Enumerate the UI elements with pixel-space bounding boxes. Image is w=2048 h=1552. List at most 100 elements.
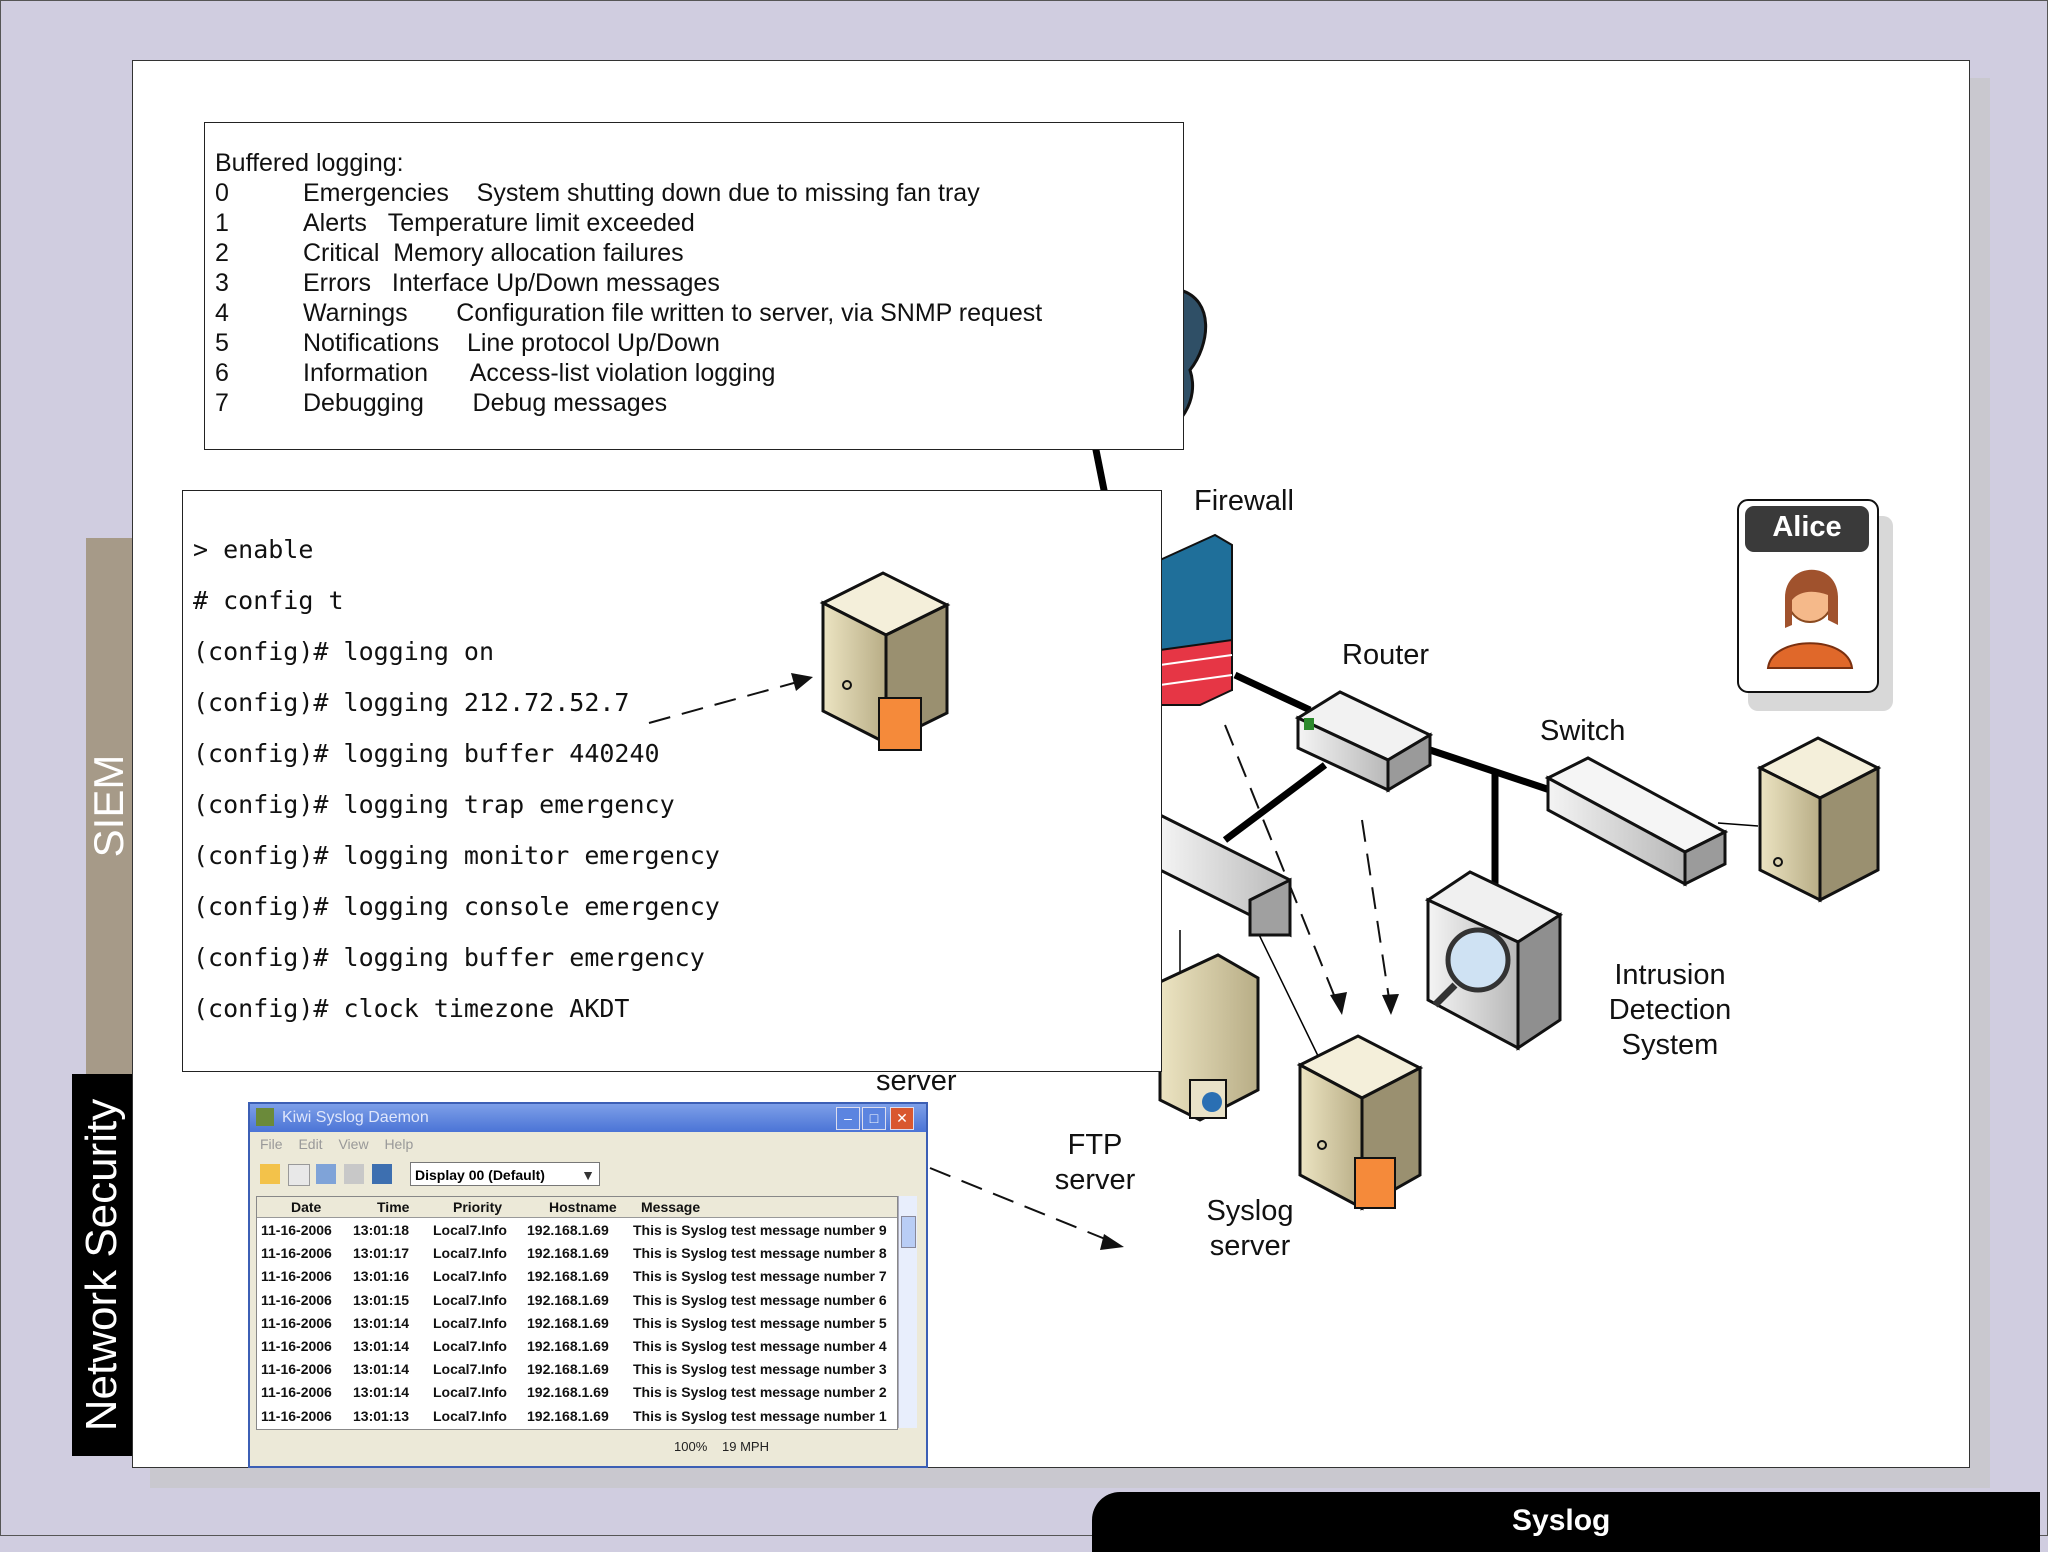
cli-line: (config)# logging trap emergency — [193, 790, 675, 819]
footer-title: Syslog — [1512, 1504, 1611, 1537]
table-cell: Local7.Info — [433, 1291, 507, 1308]
table-scrollbar[interactable] — [898, 1196, 917, 1428]
status-percent: 100% — [674, 1439, 708, 1454]
table-cell: 192.168.1.69 — [527, 1361, 609, 1378]
arrowhead — [1100, 1234, 1124, 1250]
table-cell: This is Syslog test message number 6 — [633, 1291, 887, 1308]
table-cell: This is Syslog test message number 7 — [633, 1268, 887, 1285]
table-cell: Local7.Info — [433, 1222, 507, 1238]
table-cell: 11-16-2006 — [261, 1361, 332, 1378]
table-cell: 192.168.1.69 — [527, 1407, 609, 1424]
table-cell: This is Syslog test message number 4 — [633, 1338, 887, 1354]
column-date[interactable]: Date — [291, 1199, 322, 1215]
table-cell: Local7.Info — [433, 1314, 507, 1331]
table-cell: Local7.Info — [433, 1407, 507, 1424]
table-header: Date Time Priority Hostname Message — [257, 1197, 897, 1218]
arrowhead — [1330, 992, 1347, 1015]
arrow-router-syslog — [1361, 819, 1391, 1006]
table-cell: 192.168.1.69 — [527, 1268, 609, 1285]
table-cell: This is Syslog test message number 5 — [633, 1314, 887, 1331]
sidebar-siem-tab[interactable]: SIEM — [85, 538, 132, 1074]
kiwi-title: Kiwi Syslog Daemon — [282, 1109, 429, 1126]
link-cloud-firewall — [1091, 444, 1109, 496]
toolbar-settings-icon[interactable] — [372, 1164, 392, 1184]
cli-line: # config t — [193, 586, 344, 615]
link-router-dmzswitch — [1222, 762, 1328, 843]
display-select[interactable]: Display 00 (Default)▼ — [410, 1162, 600, 1186]
table-cell: Local7.Info — [433, 1361, 507, 1378]
arrow-firewall-syslog — [1224, 724, 1339, 1006]
router-label: Router — [1342, 639, 1430, 671]
toolbar-document-icon[interactable] — [288, 1164, 310, 1186]
column-hostname[interactable]: Hostname — [549, 1199, 617, 1215]
table-cell: 11-16-2006 — [261, 1245, 332, 1262]
table-cell: 11-16-2006 — [261, 1407, 332, 1424]
table-cell: 192.168.1.69 — [527, 1291, 609, 1308]
table-cell: 13:01:17 — [353, 1245, 410, 1262]
ids-icon — [1424, 870, 1564, 1051]
table-cell: 192.168.1.69 — [527, 1245, 609, 1262]
table-cell: 11-16-2006 — [261, 1314, 332, 1331]
table-cell: This is Syslog test message number 1 — [633, 1407, 887, 1424]
column-time[interactable]: Time — [377, 1199, 410, 1215]
cli-line: (config)# clock timezone AKDT — [193, 994, 630, 1023]
toolbar-warning-icon[interactable] — [344, 1164, 364, 1184]
switch-label: Switch — [1540, 715, 1626, 747]
kiwi-app-icon — [256, 1108, 274, 1126]
switch-icon — [1544, 756, 1729, 887]
kiwi-title-bar[interactable]: Kiwi Syslog Daemon – □ ✕ — [250, 1104, 926, 1132]
levels-header: Buffered logging: — [215, 149, 404, 177]
status-mph: 19 MPH — [722, 1439, 769, 1454]
table-cell: 192.168.1.69 — [527, 1338, 609, 1354]
user-avatar-icon — [1766, 569, 1854, 669]
table-cell: 13:01:16 — [353, 1268, 410, 1285]
sidebar-network-security-tab[interactable]: Network Security — [72, 1074, 132, 1456]
table-cell: 11-16-2006 — [261, 1268, 332, 1285]
message-table: Date Time Priority Hostname Message 11-1… — [256, 1196, 898, 1430]
table-cell: Local7.Info — [433, 1245, 507, 1262]
link-router-switch — [1428, 746, 1552, 794]
table-cell: This is Syslog test message number 2 — [633, 1384, 887, 1401]
maximize-icon[interactable]: □ — [862, 1107, 886, 1130]
table-cell: 13:01:14 — [353, 1384, 410, 1401]
syslog-target-server-icon — [819, 571, 951, 751]
toolbar-display-icon[interactable] — [316, 1164, 336, 1184]
table-cell: 11-16-2006 — [261, 1222, 332, 1238]
table-cell: This is Syslog test message number 9 — [633, 1222, 887, 1238]
cli-line: (config)# logging 212.72.52.7 — [193, 688, 630, 717]
syslog-server-icon — [1296, 1034, 1424, 1211]
table-cell: 13:01:13 — [353, 1407, 410, 1424]
link-switch-server — [1717, 822, 1759, 827]
kiwi-status-bar: 100% 19 MPH — [256, 1436, 916, 1458]
table-cell: Local7.Info — [433, 1338, 507, 1354]
router-icon — [1294, 690, 1434, 793]
server-icon — [1756, 736, 1882, 903]
close-icon[interactable]: ✕ — [890, 1107, 914, 1130]
table-cell: 13:01:14 — [353, 1338, 410, 1354]
chevron-down-icon: ▼ — [581, 1167, 595, 1183]
toolbar-open-icon[interactable] — [260, 1164, 280, 1184]
scrollbar-thumb[interactable] — [901, 1216, 916, 1248]
table-cell: 13:01:15 — [353, 1291, 410, 1308]
table-cell: 11-16-2006 — [261, 1384, 332, 1401]
table-cell: 192.168.1.69 — [527, 1314, 609, 1331]
table-cell: 13:01:18 — [353, 1222, 410, 1238]
table-row[interactable]: 11-16-2006 13:01:17 Local7.Info 192.168.1.6… — [257, 1242, 897, 1265]
column-priority[interactable]: Priority — [453, 1199, 503, 1215]
minimize-icon[interactable]: – — [836, 1107, 860, 1130]
kiwi-menu-bar[interactable]: File Edit View Help — [260, 1136, 414, 1152]
table-cell: 192.168.1.69 — [527, 1384, 609, 1401]
kiwi-syslog-window: Kiwi Syslog Daemon – □ ✕ File Edit View … — [248, 1102, 928, 1468]
table-row[interactable]: 11-16-2006 13:01:13 Local7.Info 192.168.1.6… — [257, 1405, 897, 1428]
column-message[interactable]: Message — [641, 1199, 701, 1215]
